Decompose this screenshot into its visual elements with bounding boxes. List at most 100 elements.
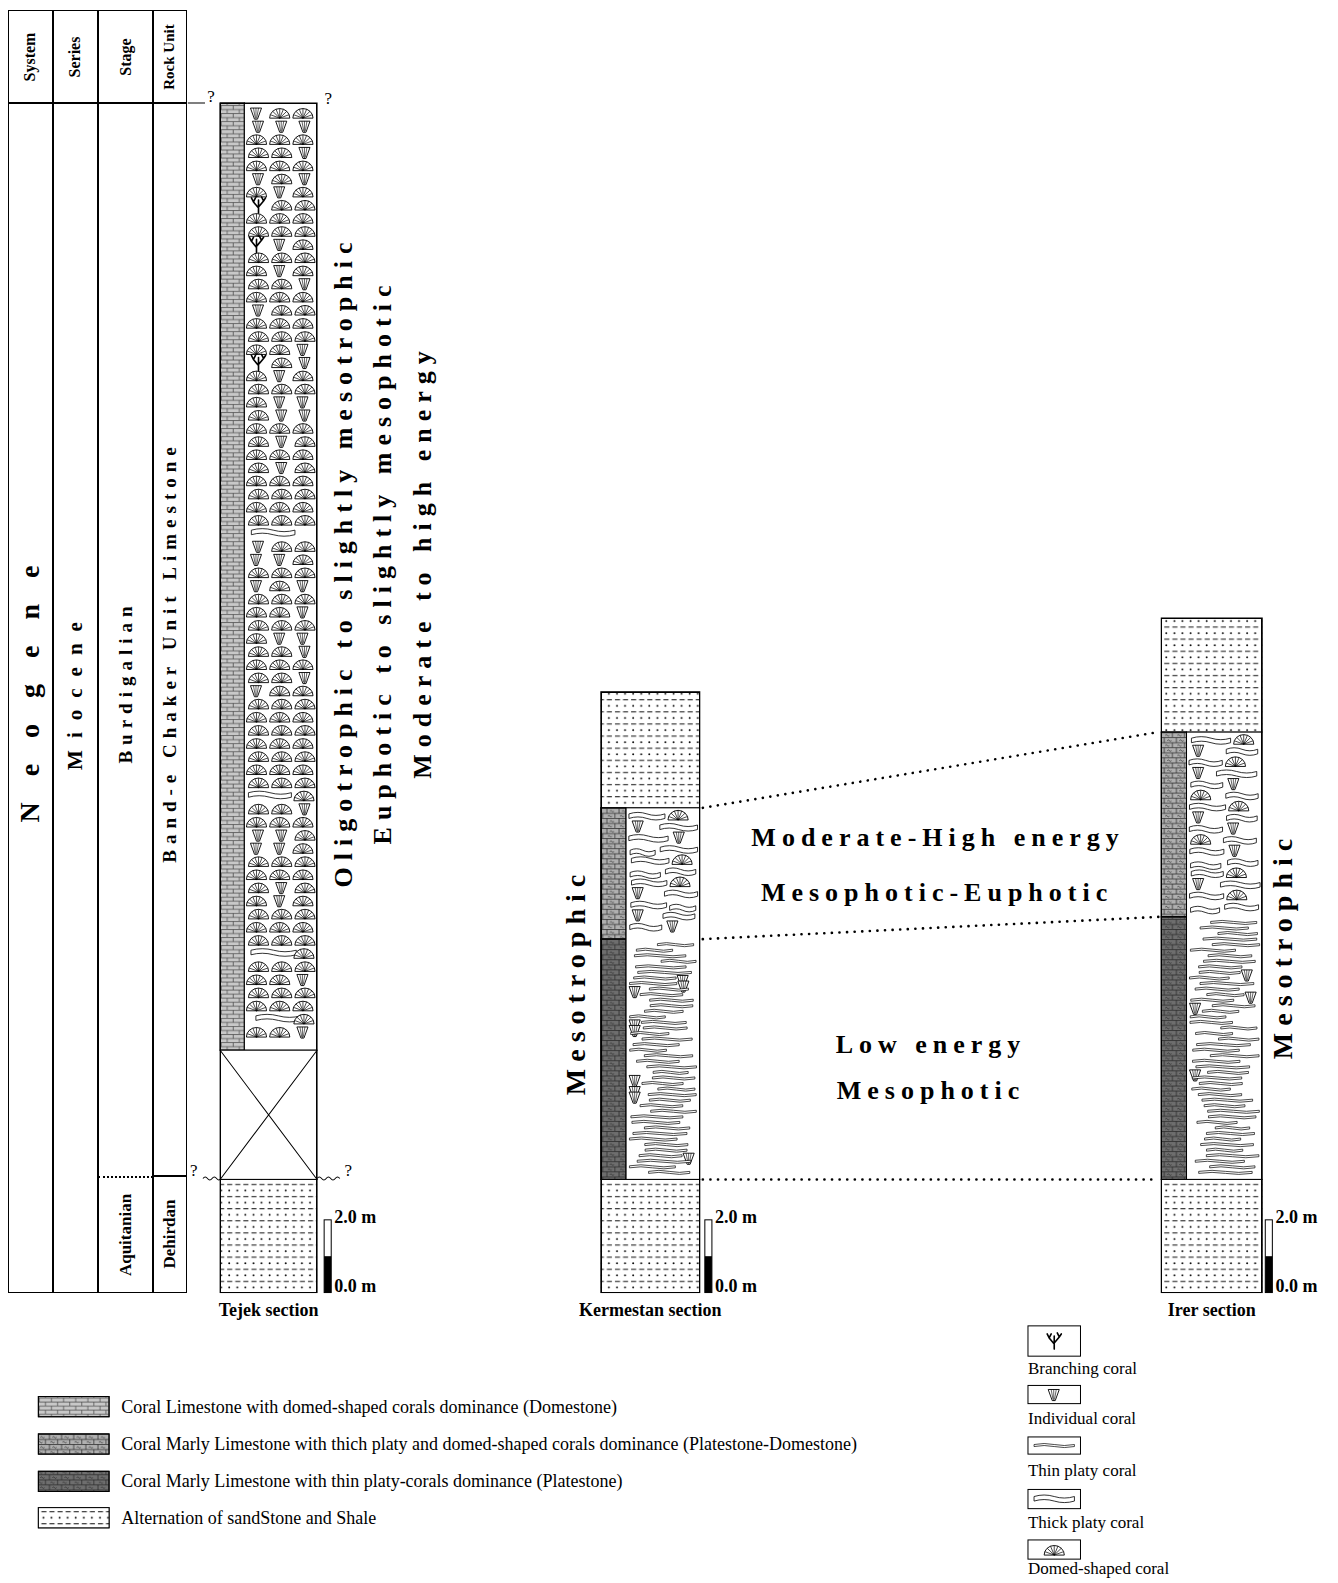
thin-coral-symbol [637,1159,691,1163]
thin-coral-symbol [630,1048,667,1052]
thick-coral-symbol [660,846,697,854]
legend-text: Alternation of sandStone and Shale [121,1507,376,1528]
dome-coral-symbol [270,607,290,617]
dome-coral-symbol [272,358,292,368]
thick-coral-symbol [1189,759,1222,767]
thin-coral-symbol [1206,1154,1259,1158]
thin-coral-symbol [1206,1131,1254,1135]
indiv-coral-symbol [274,843,285,854]
thick-coral-symbol [1226,748,1257,756]
dome-coral-symbol [270,424,290,434]
dome-coral-symbol [270,214,290,224]
thick-coral-symbol [1216,770,1256,778]
dome-coral-symbol [295,778,315,788]
domestone-strip [220,103,244,1050]
dome-coral-symbol [293,660,313,670]
legend-text: Thick platy coral [1028,1513,1144,1533]
thick-coral-symbol [1223,837,1256,845]
coral-area [626,808,700,1180]
dome-coral-symbol [272,568,292,578]
indiv-coral-symbol [252,174,263,185]
table-cell: Miocene [53,103,98,1293]
indiv-coral-symbol [250,686,261,697]
thin-coral-symbol [1189,976,1229,980]
dome-coral-symbol [295,542,315,552]
dome-coral-symbol [246,319,266,329]
branch-coral-symbol [251,197,265,213]
thick-coral-symbol [629,835,668,843]
dome-coral-symbol [295,384,315,394]
thin-coral-symbol [1034,1444,1074,1448]
thin-coral-symbol [631,1115,683,1119]
dome-coral-symbol [1044,1545,1064,1555]
legend-symbol-box [1028,1437,1081,1454]
thin-coral-symbol [1208,1115,1255,1119]
indiv-coral-symbol [1193,745,1204,756]
dome-coral-symbol [248,804,268,814]
thin-coral-symbol [649,1098,690,1102]
thin-coral-symbol [641,1020,686,1024]
dome-coral-symbol [270,109,290,119]
dome-coral-symbol [293,686,313,696]
indiv-coral-symbol [632,821,643,832]
section-column: Tejek section [220,103,317,1293]
thin-coral-symbol [1195,987,1239,991]
dome-coral-symbol [270,1001,290,1011]
platy-column [1161,618,1262,1293]
dome-coral-symbol [270,581,290,591]
legend-sample [1028,1437,1081,1454]
thick-coral-symbol [1225,903,1259,911]
dome-coral-symbol [293,161,313,171]
dome-coral-symbol [272,647,292,657]
dome-coral-symbol [293,870,313,880]
thick-coral-symbol [660,823,698,831]
thin-coral-symbol [642,1081,683,1085]
dome-coral-symbol [248,909,268,919]
thin-coral-symbol [639,1154,682,1158]
dome-coral-symbol [295,305,315,315]
stratigraphic-term: Stage [117,38,135,75]
thin-coral-symbol [631,1032,669,1036]
thin-coral-symbol [645,1148,687,1152]
indiv-coral-symbol [299,174,310,185]
dome-coral-symbol [246,634,266,644]
legend-symbol-box [1028,1489,1081,1508]
dome-coral-symbol [270,817,290,827]
unconformity-line [317,1177,340,1180]
dome-coral-symbol [295,594,315,604]
dome-coral-symbol [248,437,268,447]
branch-coral-symbol [251,354,265,370]
thin-coral-symbol [644,1054,692,1058]
thick-coral-symbol [631,857,669,865]
dome-coral-symbol [295,489,315,499]
legend-sample [1028,1540,1081,1559]
legend-sample [38,1508,109,1528]
thin-coral-symbol [633,1131,687,1135]
thick-coral-symbol [1191,781,1223,789]
legend-text: Coral Marly Limestone with thin platy-co… [121,1471,622,1492]
indiv-coral-symbol [299,279,310,290]
section-drawings [38,103,1272,1559]
legend-sample [1028,1385,1081,1403]
dome-coral-symbol [272,936,292,946]
dome-coral-symbol [1226,868,1246,878]
indiv-coral-symbol [1245,992,1256,1003]
dome-coral-symbol [246,739,266,749]
thick-coral-symbol [1220,881,1260,889]
section-column: Kermestan section [601,692,700,1293]
dome-coral-symbol [293,922,313,932]
indiv-coral-symbol [1048,1389,1059,1400]
thin-coral-symbol [645,1143,688,1147]
dome-coral-symbol [1234,735,1254,745]
scale-value: 0.0 m [1275,1276,1317,1297]
stratigraphic-term: Series [66,36,84,77]
thin-coral-symbol [1190,1020,1232,1024]
stratigraphic-term: Miocene [63,610,87,782]
thin-coral-symbol [653,1070,688,1074]
thin-coral-symbol [1218,1037,1258,1041]
indiv-coral-symbol [629,1075,640,1086]
legend-text: Domed-shaped coral [1028,1559,1169,1579]
thin-coral-symbol [1208,1109,1260,1113]
legend-text: Thin platy coral [1028,1462,1137,1482]
table-cell: System [8,10,52,103]
